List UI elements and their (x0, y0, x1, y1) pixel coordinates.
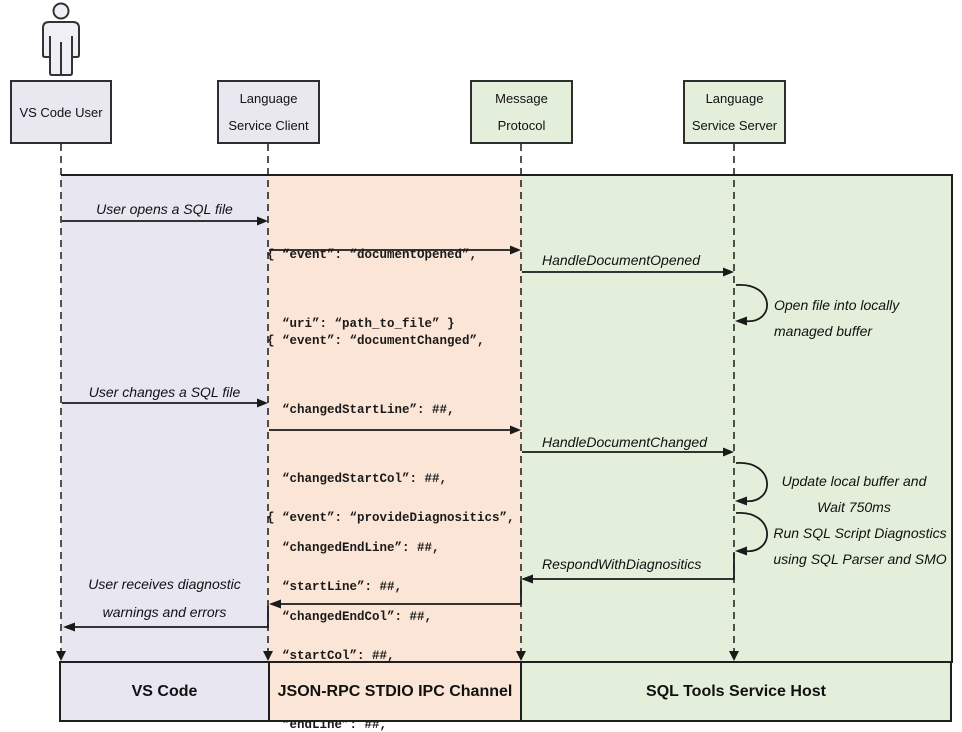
actor-message-protocol: Message Protocol (470, 80, 573, 144)
note-line: Run SQL Script Diagnostics (773, 525, 947, 541)
actor-vscode-user: VS Code User (10, 80, 112, 144)
lane-service-host (521, 176, 951, 663)
label-handle-document-opened: HandleDocumentOpened (542, 252, 700, 268)
payload-document-opened: { “event”: “documentOpened”, “uri”: “pat… (267, 198, 477, 382)
actor-language-service-server: Language Service Server (683, 80, 786, 144)
label-user-opens: User opens a SQL file (96, 201, 233, 217)
actor-language-service-client: Language Service Client (217, 80, 320, 144)
payload-line: { “event”: “documentOpened”, (267, 248, 478, 262)
note-line: using SQL Parser and SMO (773, 551, 947, 567)
payload-line: “startLine”: ##, (267, 580, 403, 594)
label-line: warnings and errors (102, 604, 227, 620)
bottom-lane-label: VS Code (131, 682, 198, 700)
note-line: managed buffer (774, 323, 873, 339)
payload-line: { “event”: “documentChanged”, (267, 334, 485, 348)
actor-label: Service Client (228, 118, 309, 133)
payload-line: “changedEndLine”: ##, (267, 541, 440, 555)
actor-label: Service Server (691, 118, 778, 133)
payload-line: “changedStartLine”: ##, (267, 403, 455, 417)
label-respond-with-diagnostics: RespondWithDiagnositics (542, 556, 702, 572)
note-line: Update local buffer and (781, 473, 927, 489)
actor-label: Language (239, 91, 298, 106)
note-run-diagnostics: Run SQL Script Diagnostics using SQL Par… (772, 520, 948, 572)
payload-line: “changedStartCol”: ##, (267, 472, 448, 486)
user-actor-icon (42, 2, 80, 76)
label-line: User receives diagnostic (88, 576, 241, 592)
note-update-buffer: Update local buffer and Wait 750ms (774, 468, 934, 520)
bottom-lane-label: JSON-RPC STDIO IPC Channel (277, 682, 513, 700)
bottom-lane-vscode: VS Code (59, 661, 270, 722)
payload-line: { “event”: “provideDiagnositics”, (267, 511, 515, 525)
payload-line: “uri”: “path_to_file” } (267, 317, 455, 331)
label-user-receives: User receives diagnostic warnings and er… (61, 570, 268, 626)
payload-line: “changedEndCol”: ##, (267, 610, 433, 624)
lane-vscode (61, 176, 268, 663)
bottom-lane-service-host: SQL Tools Service Host (520, 661, 952, 722)
payload-line: “startCol”: ##, (267, 649, 395, 663)
note-line: Wait 750ms (817, 499, 891, 515)
note-open-file: Open file into locally managed buffer (774, 292, 899, 344)
actor-label: Protocol (497, 118, 546, 133)
bottom-lane-label: SQL Tools Service Host (646, 682, 826, 700)
actor-label: Message (495, 91, 548, 106)
label-user-changes: User changes a SQL file (88, 384, 241, 400)
actor-label: VS Code User (19, 104, 103, 120)
label-handle-document-changed: HandleDocumentChanged (542, 434, 707, 450)
bottom-lane-ipc-channel: JSON-RPC STDIO IPC Channel (268, 661, 522, 722)
note-line: Open file into locally (774, 297, 900, 313)
actor-label: Language (705, 91, 764, 106)
